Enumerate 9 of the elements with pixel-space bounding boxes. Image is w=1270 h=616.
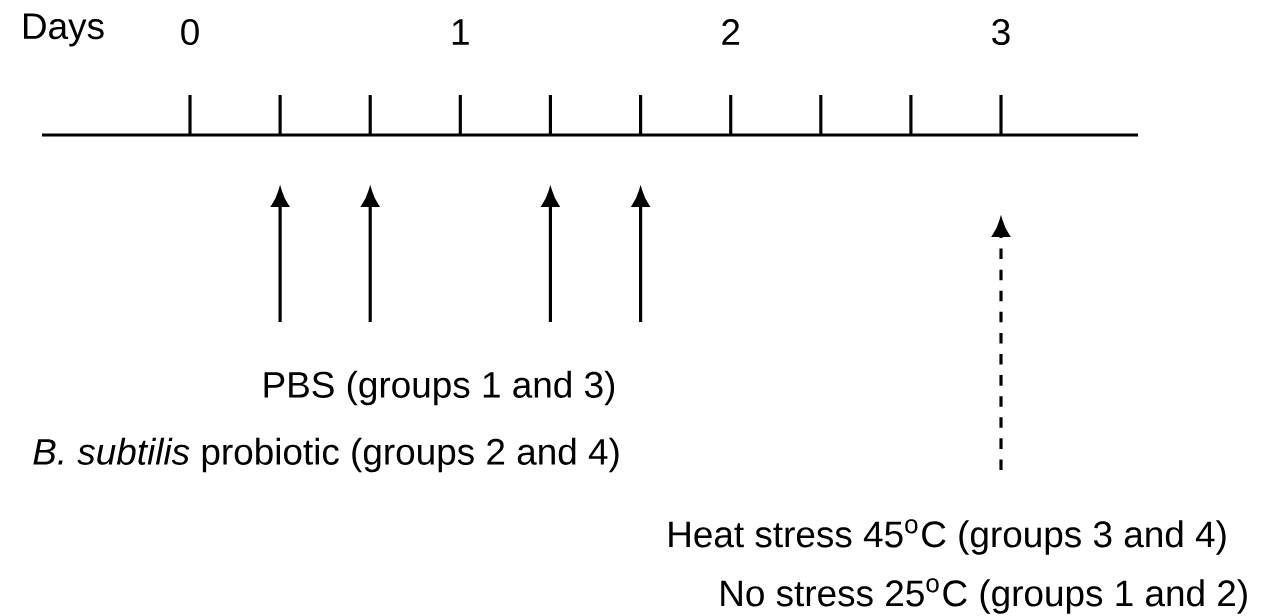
annotation-text: PBS (groups 1 and 3) [264,370,615,406]
annotation-text: B. subtilis probiotic (groups 2 and 4) [33,437,619,473]
axis-label: Days [24,13,104,47]
annotation-text: No stress 25$^{o}$C (groups 1 and 2) [721,578,1247,614]
day-label: 3 [992,18,1010,46]
day-label: 0 [181,18,199,46]
day-label: 1 [452,19,469,45]
day-label: 2 [722,19,740,45]
annotation-text: Heat stress 45$^{o}$C (groups 3 and 4) [669,519,1226,555]
